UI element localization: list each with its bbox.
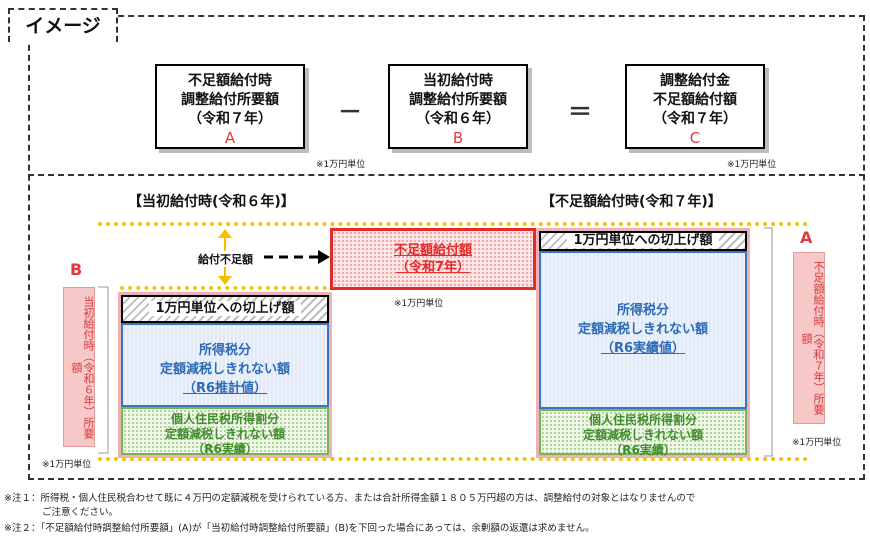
shortage-line2: （令和7年） bbox=[395, 260, 471, 275]
formula-box-a-line2: 調整給付所要額 bbox=[181, 92, 279, 108]
left-section-title: 【当初給付時(令和６年)】 bbox=[128, 194, 295, 210]
right-income-tax-line1: 所得税分 bbox=[616, 303, 669, 318]
left-bracket-icon bbox=[98, 286, 109, 454]
formula-c-unit-note: ※1万円単位 bbox=[727, 160, 777, 170]
left-side-label: 当初給付時（令和６年）所要額 bbox=[63, 287, 95, 447]
right-income-tax-line2: 定額減税しきれない額 bbox=[577, 322, 708, 337]
formula-box-c: 調整給付金 不足額給付額 （令和７年） C bbox=[625, 64, 765, 149]
left-unit-note: ※1万円単位 bbox=[42, 460, 92, 470]
formula-box-b-line1: 当初給付時 bbox=[423, 73, 493, 89]
left-roundup-block: 1万円単位への切上げ額 bbox=[121, 295, 329, 323]
left-resident-tax-line1: 個人住民税所得割分 bbox=[170, 412, 279, 426]
formula-box-a-line1: 不足額給付時 bbox=[188, 73, 272, 89]
equals-sign: ＝ bbox=[568, 98, 592, 126]
formula-box-b-line3: （令和６年） bbox=[416, 111, 500, 127]
left-income-tax-line3: （R6推計値） bbox=[182, 381, 268, 396]
left-resident-tax-line2: 定額減税しきれない額 bbox=[164, 427, 285, 441]
right-unit-note: ※1万円単位 bbox=[792, 438, 842, 448]
right-roundup-block: 1万円単位への切上げ額 bbox=[539, 231, 747, 251]
left-income-tax-line1: 所得税分 bbox=[198, 343, 251, 358]
footnote-1-line1: ※注１：所得税・個人住民税合わせて既に４万円の定額減税を受けられている方、または… bbox=[4, 493, 696, 504]
shortage-line1: 不足額給付額 bbox=[393, 243, 472, 258]
formula-box-a-letter: A bbox=[224, 129, 236, 147]
shortage-block: 不足額給付額 （令和7年） bbox=[330, 228, 536, 290]
formula-box-c-line3: （令和７年） bbox=[653, 111, 737, 127]
right-resident-tax-line2: 定額減税しきれない額 bbox=[582, 428, 703, 442]
shortage-unit-note: ※1万円単位 bbox=[394, 299, 444, 309]
dashed-arrow-icon bbox=[264, 250, 330, 264]
gap-label: 給付不足額 bbox=[196, 251, 255, 267]
right-side-letter: A bbox=[800, 228, 813, 247]
left-stack bbox=[118, 292, 332, 458]
formula-box-b-letter: B bbox=[452, 129, 464, 147]
image-tab: イメージ bbox=[8, 8, 118, 42]
formula-box-b: 当初給付時 調整給付所要額 （令和６年） B bbox=[388, 64, 528, 149]
minus-sign: － bbox=[338, 98, 362, 126]
right-income-tax-line3: （R6実績値） bbox=[600, 341, 686, 356]
right-stack bbox=[536, 228, 750, 458]
left-income-tax-block: 所得税分 定額減税しきれない額 （R6推計値） bbox=[121, 323, 329, 407]
upper-yellow-line bbox=[98, 222, 808, 226]
left-income-tax-line2: 定額減税しきれない額 bbox=[159, 362, 290, 377]
lower-yellow-line bbox=[98, 457, 808, 461]
left-resident-tax-line3: （R6実績） bbox=[192, 442, 258, 456]
left-roundup-label: 1万円単位への切上げ額 bbox=[149, 301, 301, 316]
right-side-label: 不足額給付時（令和７年）所要額 bbox=[793, 252, 825, 424]
right-roundup-label: 1万円単位への切上げ額 bbox=[567, 233, 719, 248]
footnote-2: ※注２：「不足額給付時調整給付所要額」(A)が「当初給付時調整給付所要額」(B)… bbox=[4, 523, 595, 534]
formula-box-a: 不足額給付時 調整給付所要額 （令和７年） A bbox=[155, 64, 305, 149]
middle-yellow-line bbox=[120, 286, 335, 290]
section-divider bbox=[28, 174, 865, 176]
right-resident-tax-line1: 個人住民税所得割分 bbox=[588, 413, 697, 427]
left-side-letter: B bbox=[70, 260, 83, 279]
right-section-title: 【不足額給付時(令和７年)】 bbox=[541, 194, 722, 210]
outer-frame bbox=[28, 15, 865, 480]
formula-box-a-line3: （令和７年） bbox=[188, 111, 272, 127]
left-resident-tax-block: 個人住民税所得割分 定額減税しきれない額 （R6実績） bbox=[121, 407, 329, 456]
formula-box-c-line2: 不足額給付額 bbox=[653, 92, 737, 108]
right-bracket-icon bbox=[764, 227, 773, 457]
formula-box-c-letter: C bbox=[689, 129, 701, 147]
right-resident-tax-block: 個人住民税所得割分 定額減税しきれない額 （R6実績） bbox=[539, 409, 747, 457]
formula-box-c-line1: 調整給付金 bbox=[660, 73, 730, 89]
right-resident-tax-line3: （R6実績） bbox=[610, 443, 676, 457]
formula-b-unit-note: ※1万円単位 bbox=[316, 160, 366, 170]
right-income-tax-block: 所得税分 定額減税しきれない額 （R6実績値） bbox=[539, 251, 747, 409]
formula-box-b-line2: 調整給付所要額 bbox=[409, 92, 507, 108]
footnote-1-line2: ご注意ください。 bbox=[42, 507, 119, 518]
